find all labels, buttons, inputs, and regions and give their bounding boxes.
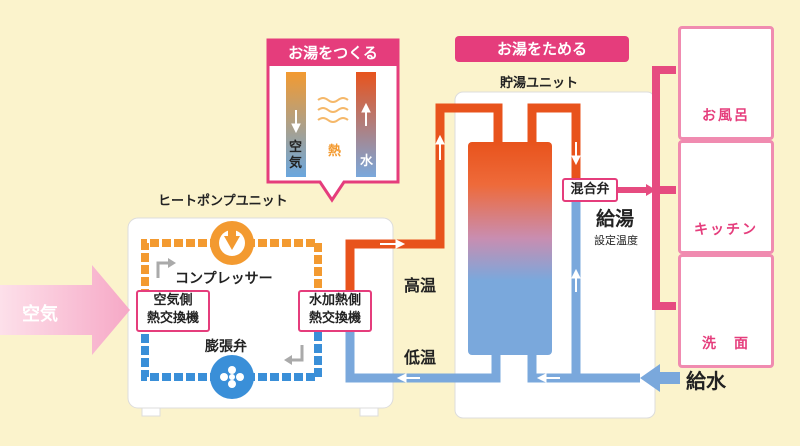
room-kitchen: キッチン	[678, 140, 774, 254]
high-temp-label: 高温	[404, 276, 437, 295]
room-bath-label: お風呂	[702, 108, 750, 124]
low-temp-label: 低温	[404, 348, 437, 367]
air-inlet-arrow	[0, 265, 130, 355]
heat-pump-unit-box	[127, 217, 394, 409]
storage-unit-label: 貯湯ユニット	[500, 76, 579, 91]
make-heat-label: 熱	[328, 144, 342, 159]
hot-pipe	[345, 103, 503, 312]
air-inlet-label: 空気	[22, 304, 58, 325]
mixing-valve: 混合弁	[562, 178, 618, 202]
expansion-valve-label: 膨張弁	[205, 339, 247, 355]
storage-tank	[468, 142, 552, 355]
make-water-label: 水	[360, 154, 374, 169]
heat-pump-unit-label: ヒートポンプユニット	[158, 194, 288, 209]
room-washroom-label: 洗 面	[702, 336, 750, 352]
water-heat-exchanger: 水加熱側 熱交換機	[298, 290, 372, 332]
water-supply-label: 給水	[686, 369, 726, 393]
room-bath: お風呂	[678, 26, 774, 140]
make-hot-title: お湯をつくる	[268, 40, 398, 66]
compressor-label: コンプレッサー	[175, 271, 273, 287]
air-heat-exchanger: 空気側 熱交換機	[136, 290, 210, 332]
make-air-label: 空気	[289, 140, 303, 171]
store-hot-title: お湯をためる	[455, 36, 629, 62]
set-temp-label: 設定温度	[594, 234, 638, 247]
room-kitchen-label: キッチン	[694, 222, 758, 238]
hot-supply-label: 給湯	[596, 208, 635, 230]
cold-return-pipe	[345, 312, 501, 383]
room-washroom: 洗 面	[678, 254, 774, 368]
water-supply-arrow	[640, 364, 680, 392]
